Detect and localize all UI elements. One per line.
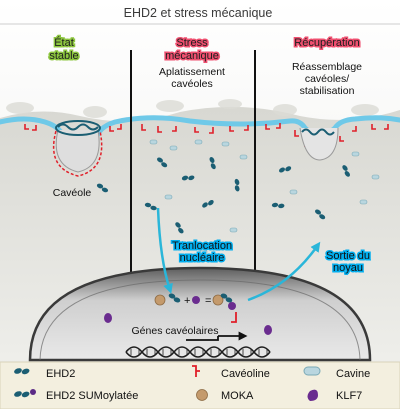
dna-helix: [125, 346, 271, 358]
panel-3-header: Récupération: [293, 36, 361, 51]
svg-text:Cavine: Cavine: [336, 368, 370, 380]
svg-text:Tranlocation: Tranlocation: [172, 240, 232, 252]
legend-ehd2-sumoylated: EHD2 SUMoylatée: [14, 389, 138, 402]
cavine-cytoplasm: [149, 139, 380, 255]
caveolin-marks: [24, 123, 389, 153]
nuclear-complex: + =: [154, 293, 237, 323]
panel-2-header: Stress mécanique: [164, 36, 221, 64]
exit-arrow: [247, 241, 321, 302]
translocation-label: Tranlocation nucléaire: [170, 239, 233, 266]
transcription-arrow: [186, 336, 219, 341]
caveolin-icon: [192, 365, 200, 377]
svg-text:État: État: [54, 36, 74, 49]
panel-3-subtitle: Réassemblage cavéoles/ stabilisation: [292, 61, 362, 97]
moka-molecule: [154, 294, 166, 306]
svg-text:Sortie du: Sortie du: [326, 250, 370, 262]
reassembling-caveola: [299, 127, 339, 161]
moka-icon: [196, 389, 208, 401]
svg-text:MOKA: MOKA: [221, 390, 254, 402]
translocation-arrow: [156, 207, 173, 294]
svg-text:stabilisation: stabilisation: [300, 85, 355, 97]
caveola-pit: [52, 120, 103, 177]
svg-text:mécanique: mécanique: [165, 50, 219, 62]
svg-text:stable: stable: [49, 50, 78, 62]
svg-text:EHD2 SUMoylatée: EHD2 SUMoylatée: [46, 390, 138, 402]
klf7-molecule: [104, 313, 112, 323]
legend-cavine: Cavine: [303, 366, 370, 380]
legend-ehd2: EHD2: [14, 368, 75, 380]
exit-label: Sortie du noyau: [324, 249, 371, 276]
klf7-molecule: [264, 325, 272, 335]
svg-text:cavéoles/: cavéoles/: [305, 73, 349, 85]
svg-text:+: +: [184, 295, 190, 307]
svg-text:Cavéoline: Cavéoline: [221, 368, 270, 380]
svg-text:noyau: noyau: [333, 262, 363, 274]
genes-label: Génes cavéolaires: [132, 325, 219, 337]
cavine-icon: [303, 366, 321, 376]
svg-text:KLF7: KLF7: [336, 390, 362, 402]
legend-klf7: KLF7: [307, 389, 362, 402]
panel-2-subtitle: Aplatissement cavéoles: [159, 66, 225, 90]
ehd2-ring: [55, 120, 101, 136]
figure-title: EHD2 et stress mécanique: [124, 6, 273, 20]
ehd2-cytoplasm: [96, 157, 350, 234]
extracellular-bumps: [6, 99, 379, 118]
nucleus: [28, 266, 372, 362]
svg-text:Aplatissement: Aplatissement: [159, 66, 225, 78]
svg-text:EHD2: EHD2: [46, 368, 75, 380]
caveole-label: Cavéole: [53, 187, 92, 199]
klf7-icon: [307, 389, 318, 401]
legend-moka: MOKA: [196, 389, 254, 402]
svg-text:Stress: Stress: [176, 37, 208, 49]
svg-text:nucléaire: nucléaire: [180, 252, 225, 264]
svg-text:Récupération: Récupération: [294, 37, 359, 49]
panel-1-header: État stable: [48, 35, 80, 64]
svg-text:cavéoles: cavéoles: [171, 78, 212, 90]
svg-text:=: =: [205, 295, 211, 307]
ehd2-icon: [14, 368, 30, 375]
ehd2-sumoylated-icon: [14, 389, 36, 398]
svg-text:Réassemblage: Réassemblage: [292, 61, 362, 73]
legend-caveolin: Cavéoline: [192, 365, 270, 380]
